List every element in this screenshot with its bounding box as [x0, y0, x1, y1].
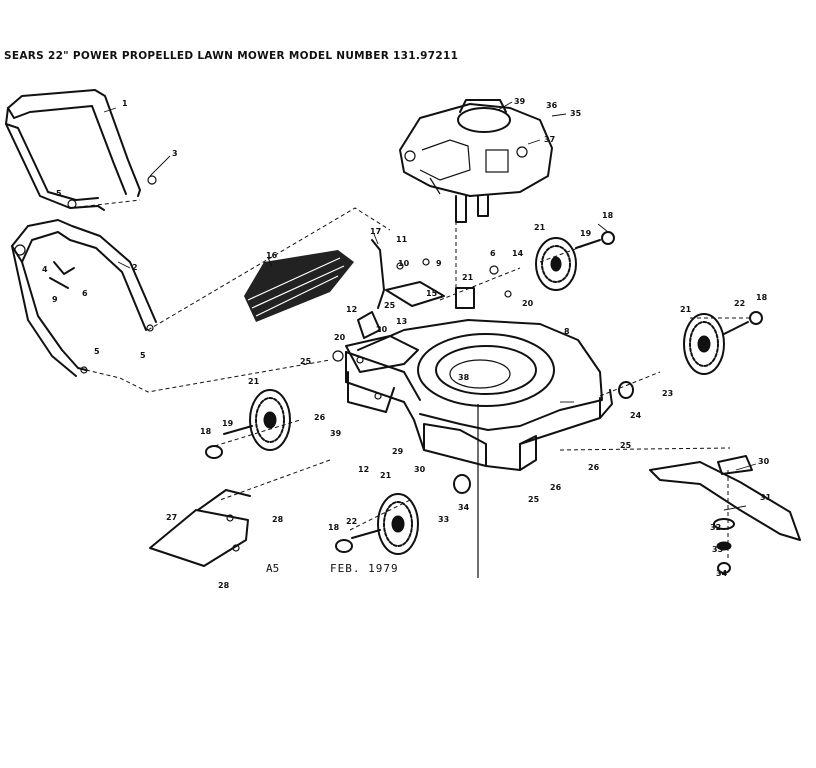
wheel-front-left [335, 474, 471, 555]
wheel-rear-right [535, 231, 615, 291]
wheel-front-right [618, 311, 763, 399]
callout-36: 36 [546, 101, 558, 110]
upper-handle [5, 89, 157, 211]
callout-25: 25 [384, 301, 396, 310]
callout-39: 39 [514, 97, 526, 106]
callout-29: 29 [392, 447, 404, 456]
control-linkage [332, 239, 512, 362]
callout-34: 34 [458, 503, 470, 512]
hatched-cover [244, 250, 354, 322]
callout-32: 32 [710, 523, 721, 532]
diagram-title: SEARS 22" POWER PROPELLED LAWN MOWER MOD… [4, 50, 459, 62]
callout-5: 5 [94, 347, 100, 356]
callout-39: 39 [330, 429, 342, 438]
mower-deck [345, 319, 613, 471]
callout-9: 9 [52, 295, 58, 304]
callout-28: 28 [272, 515, 284, 524]
callout-8: 8 [564, 327, 570, 336]
blade [649, 455, 801, 574]
callout-28: 28 [218, 581, 230, 590]
callout-35: 35 [570, 109, 582, 118]
callout-37: 37 [544, 135, 555, 144]
engine [399, 99, 553, 223]
callout-34: 34 [716, 569, 728, 578]
callout-18: 18 [328, 523, 340, 532]
callout-21: 21 [248, 377, 260, 386]
callout-5: 5 [140, 351, 146, 360]
callout-11: 11 [396, 235, 408, 244]
callout-38: 38 [458, 373, 470, 382]
callout-10: 10 [398, 259, 410, 268]
callout-33: 33 [438, 515, 449, 524]
callout-12: 12 [346, 305, 357, 314]
callout-19: 19 [580, 229, 592, 238]
callout-15: 15 [426, 289, 438, 298]
callout-25: 25 [528, 495, 540, 504]
callout-9: 9 [436, 259, 442, 268]
callout-16: 16 [266, 251, 278, 260]
callout-26: 26 [314, 413, 326, 422]
callout-2: 2 [132, 263, 138, 272]
callout-31: 31 [760, 493, 772, 502]
callout-22: 22 [734, 299, 745, 308]
callout-6: 6 [490, 249, 496, 258]
callout-4: 4 [42, 265, 48, 274]
callout-18: 18 [756, 293, 768, 302]
callout-21: 21 [462, 273, 474, 282]
callout-5: 5 [56, 189, 62, 198]
callout-13: 13 [396, 317, 407, 326]
callout-17: 17 [370, 227, 381, 236]
callout-20: 20 [522, 299, 534, 308]
lower-handle [11, 219, 157, 377]
callout-30: 30 [758, 457, 770, 466]
drive-bracket [345, 335, 419, 413]
callout-30: 30 [414, 465, 426, 474]
callout-22: 22 [346, 517, 357, 526]
callout-33: 33 [712, 545, 723, 554]
callout-12: 12 [358, 465, 369, 474]
callout-numbers: 1 3 5 2 4 9 6 5 5 16 17 11 10 9 21 6 14 … [42, 97, 772, 590]
deflector-plate [149, 489, 251, 567]
callout-25: 25 [300, 357, 312, 366]
callout-18: 18 [200, 427, 212, 436]
callout-6: 6 [82, 289, 88, 298]
callout-14: 14 [512, 249, 524, 258]
callout-3: 3 [172, 149, 178, 158]
callout-26: 26 [588, 463, 600, 472]
callout-24: 24 [630, 411, 642, 420]
callout-18: 18 [602, 211, 614, 220]
callout-20: 20 [334, 333, 346, 342]
assembly-lines [69, 199, 752, 560]
callout-1: 1 [122, 99, 128, 108]
callout-19: 19 [222, 419, 234, 428]
callout-20: 20 [376, 325, 388, 334]
diagram-stamp-id: A5 [266, 562, 280, 575]
callout-21: 21 [380, 471, 392, 480]
callout-leaders [103, 101, 757, 511]
callout-21: 21 [680, 305, 692, 314]
callout-25: 25 [620, 441, 632, 450]
callout-21: 21 [534, 223, 546, 232]
wheel-rear-left [205, 389, 291, 459]
diagram-stamp-date: FEB. 1979 [330, 562, 399, 575]
callout-23: 23 [662, 389, 673, 398]
callout-26: 26 [550, 483, 562, 492]
callout-27: 27 [166, 513, 177, 522]
